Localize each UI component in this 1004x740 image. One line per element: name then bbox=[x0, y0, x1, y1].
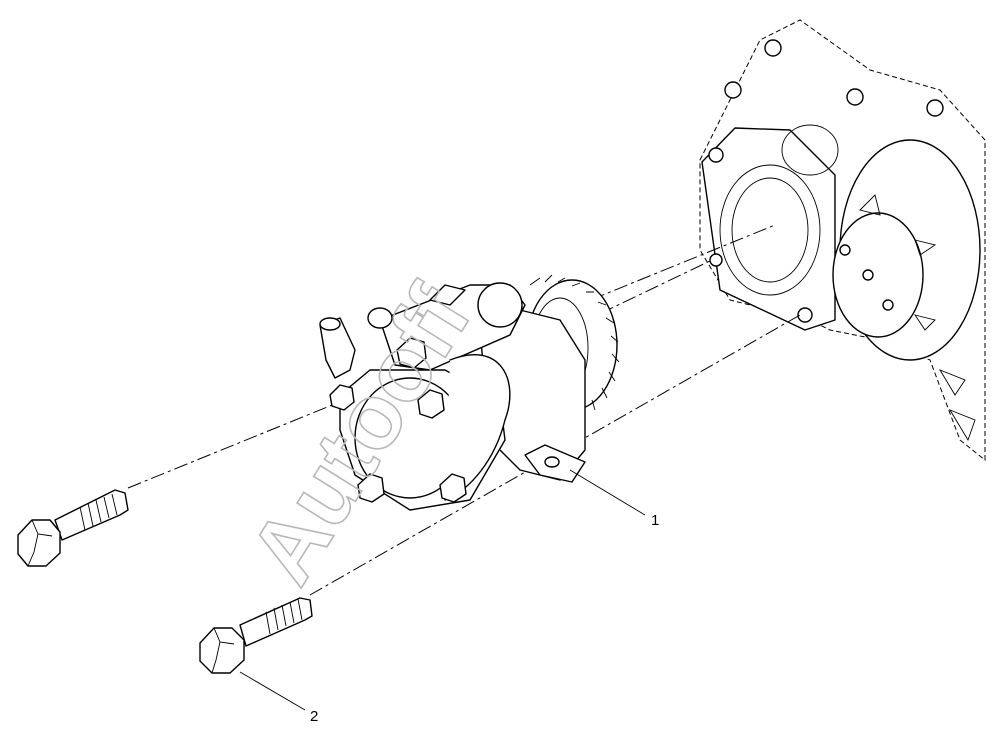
callout-leaders bbox=[239, 469, 646, 711]
bolt-lower bbox=[199, 597, 313, 674]
callout-label-2: 2 bbox=[310, 708, 318, 725]
bolt-upper bbox=[17, 489, 129, 567]
cover-bolts bbox=[329, 337, 467, 503]
callout-label-1: 1 bbox=[651, 512, 659, 529]
vacuum-pump bbox=[319, 274, 620, 511]
engine-housing bbox=[699, 19, 986, 462]
